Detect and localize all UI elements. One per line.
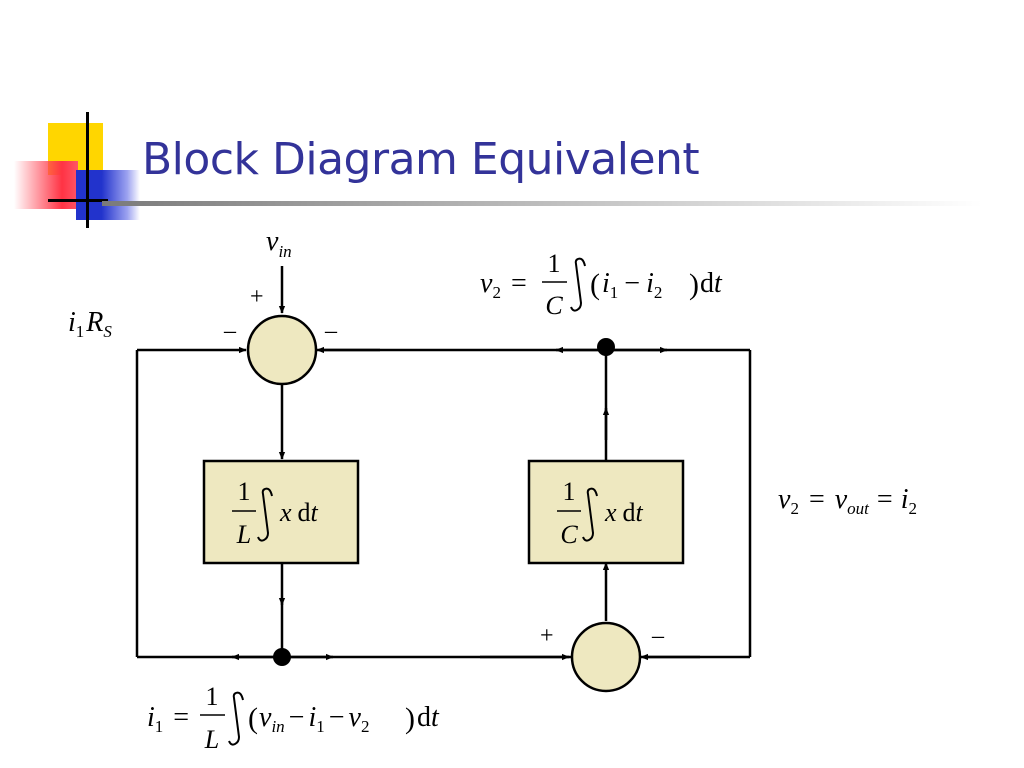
equation-i1: i1= 1 L ( ) vin−i1−v2 dt bbox=[147, 682, 440, 754]
eq-v2-lhs: v2= bbox=[480, 268, 527, 302]
blockC-integral-sign bbox=[582, 487, 598, 542]
blockL-numerator: 1 bbox=[238, 477, 251, 506]
title-underline bbox=[102, 201, 982, 206]
eq-v2-integral-sign bbox=[570, 257, 586, 312]
input-label: vin bbox=[266, 226, 292, 261]
eq-v2-body: i1−i2 bbox=[602, 268, 662, 302]
eq-i1-lhs: i1= bbox=[147, 702, 189, 736]
logo-horizontal-line bbox=[48, 199, 108, 202]
eq-i1-integral-sign bbox=[228, 691, 244, 746]
eq-v2-paren-close: ) bbox=[689, 268, 699, 301]
eq-i1-body: vin−i1−v2 bbox=[259, 702, 369, 736]
eq-i1-paren-open: ( bbox=[248, 702, 258, 735]
integrator-block-L bbox=[202, 459, 360, 565]
eq-i1-dt: dt bbox=[417, 702, 440, 733]
branch-node-i1 bbox=[273, 648, 291, 666]
eq-i1-denominator: L bbox=[204, 725, 219, 754]
slide-title: Block Diagram Equivalent bbox=[142, 134, 700, 185]
summing-junction-2 bbox=[570, 621, 642, 693]
sum1-sign-right: – bbox=[324, 318, 338, 344]
blockL-denominator: L bbox=[236, 520, 251, 549]
signal-wires bbox=[135, 266, 752, 661]
eq-v2-paren-open: ( bbox=[590, 268, 600, 301]
branch-node-v2 bbox=[597, 338, 615, 356]
sum1-sign-top: + bbox=[250, 284, 264, 310]
feedback-label-i1Rs: i1RS bbox=[68, 307, 112, 341]
sum2-sign-left: + bbox=[540, 623, 554, 649]
equation-output: v2=vout=i2 bbox=[778, 484, 917, 518]
eq-v2-dt: dt bbox=[700, 268, 723, 299]
eq-v2-numerator: 1 bbox=[548, 249, 561, 278]
blockL-integral-sign bbox=[257, 487, 273, 542]
eq-i1-paren-close: ) bbox=[405, 702, 415, 735]
blockC-numerator: 1 bbox=[563, 477, 576, 506]
logo-vertical-line bbox=[86, 112, 89, 228]
eq-v2-denominator: C bbox=[545, 291, 563, 320]
summing-junction-1 bbox=[246, 314, 318, 386]
slide-logo bbox=[0, 0, 150, 240]
blockC-denominator: C bbox=[560, 520, 578, 549]
eq-i1-numerator: 1 bbox=[206, 682, 219, 711]
equation-v2: v2= 1 C ( ) i1−i2 dt bbox=[480, 249, 723, 320]
integrator-block-C bbox=[527, 459, 685, 565]
sum2-sign-right: – bbox=[651, 623, 665, 649]
sum1-sign-left: – bbox=[223, 318, 237, 344]
